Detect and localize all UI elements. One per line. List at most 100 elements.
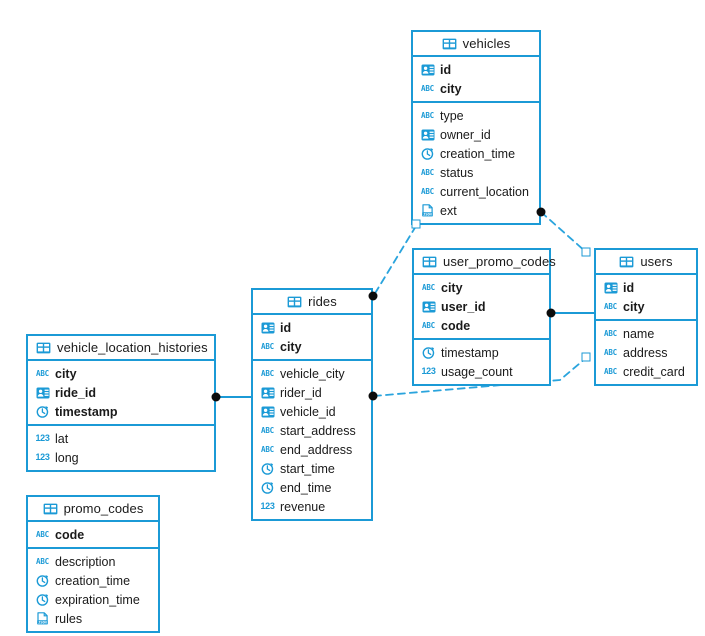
field-row-rides-end_time[interactable]: end_time — [253, 478, 371, 497]
field-label: description — [55, 554, 116, 569]
clock-icon — [420, 147, 435, 160]
field-label: expiration_time — [55, 592, 140, 607]
clock-icon — [35, 574, 50, 587]
field-label: timestamp — [55, 404, 118, 419]
abc-text-icon: ABC — [421, 187, 434, 196]
table-header-rides[interactable]: rides — [253, 290, 371, 315]
id-card-icon — [421, 300, 436, 313]
field-label: code — [441, 318, 471, 333]
abc-text-icon: ABC — [422, 283, 435, 292]
field-label: creation_time — [55, 573, 131, 588]
field-row-rides-start_time[interactable]: start_time — [253, 459, 371, 478]
clock-icon — [35, 405, 50, 418]
abc-text-icon: ABC — [261, 426, 274, 435]
field-label: start_address — [280, 423, 356, 438]
table-icon — [287, 295, 302, 308]
field-label: address — [623, 345, 668, 360]
field-label: id — [280, 320, 292, 335]
field-label: credit_card — [623, 364, 685, 379]
field-row-rides-vehicle_id[interactable]: vehicle_id — [253, 402, 371, 421]
field-row-vehicles-id[interactable]: id — [413, 60, 539, 79]
id-card-icon — [260, 321, 275, 334]
abc-text-icon: ABC — [421, 111, 434, 120]
field-row-rides-start_address[interactable]: ABC start_address — [253, 421, 371, 440]
table-icon — [36, 341, 51, 354]
table-header-vehicles[interactable]: vehicles — [413, 32, 539, 57]
field-label: owner_id — [440, 127, 491, 142]
id-card-icon — [420, 63, 435, 76]
id-card-icon — [260, 386, 275, 399]
field-row-user_promo_codes-timestamp[interactable]: timestamp — [414, 343, 549, 362]
field-label: ride_id — [55, 385, 96, 400]
field-row-users-id[interactable]: id — [596, 278, 696, 297]
edge-marker-square-vehicles-rides — [411, 219, 421, 229]
table-header-user_promo_codes[interactable]: user_promo_codes — [414, 250, 556, 275]
field-row-vehicle_location_histories-ride_id[interactable]: ride_id — [28, 383, 214, 402]
table-icon — [422, 255, 437, 268]
table-header-vehicle_location_histories[interactable]: vehicle_location_histories — [28, 336, 214, 361]
json-document-icon: JSON — [420, 204, 435, 217]
field-row-users-credit_card[interactable]: ABC credit_card — [596, 362, 696, 381]
field-label: id — [440, 62, 452, 77]
abc-text-icon: ABC — [36, 530, 49, 539]
table-icon — [442, 37, 457, 50]
field-row-promo_codes-expiration_time[interactable]: expiration_time — [28, 590, 158, 609]
abc-text-icon: ABC — [604, 329, 617, 338]
field-label: city — [623, 299, 645, 314]
edge-vehicles-rides — [373, 225, 417, 296]
field-row-vehicle_location_histories-timestamp[interactable]: timestamp — [28, 402, 214, 421]
table-title: users — [640, 254, 673, 269]
field-row-user_promo_codes-user_id[interactable]: user_id — [414, 297, 549, 316]
abc-text-icon: ABC — [604, 367, 617, 376]
numeric-123-icon: 123 — [421, 366, 436, 376]
field-row-vehicles-creation_time[interactable]: creation_time — [413, 144, 539, 163]
table-header-promo_codes[interactable]: promo_codes — [28, 497, 158, 522]
field-row-vehicles-owner_id[interactable]: owner_id — [413, 125, 539, 144]
table-header-users[interactable]: users — [596, 250, 696, 275]
field-label: rider_id — [280, 385, 322, 400]
field-label: rules — [55, 611, 83, 626]
field-row-promo_codes-creation_time[interactable]: creation_time — [28, 571, 158, 590]
clock-icon — [421, 346, 436, 359]
svg-text:JSON: JSON — [423, 213, 432, 217]
field-row-rides-id[interactable]: id — [253, 318, 371, 337]
field-row-rides-rider_id[interactable]: rider_id — [253, 383, 371, 402]
